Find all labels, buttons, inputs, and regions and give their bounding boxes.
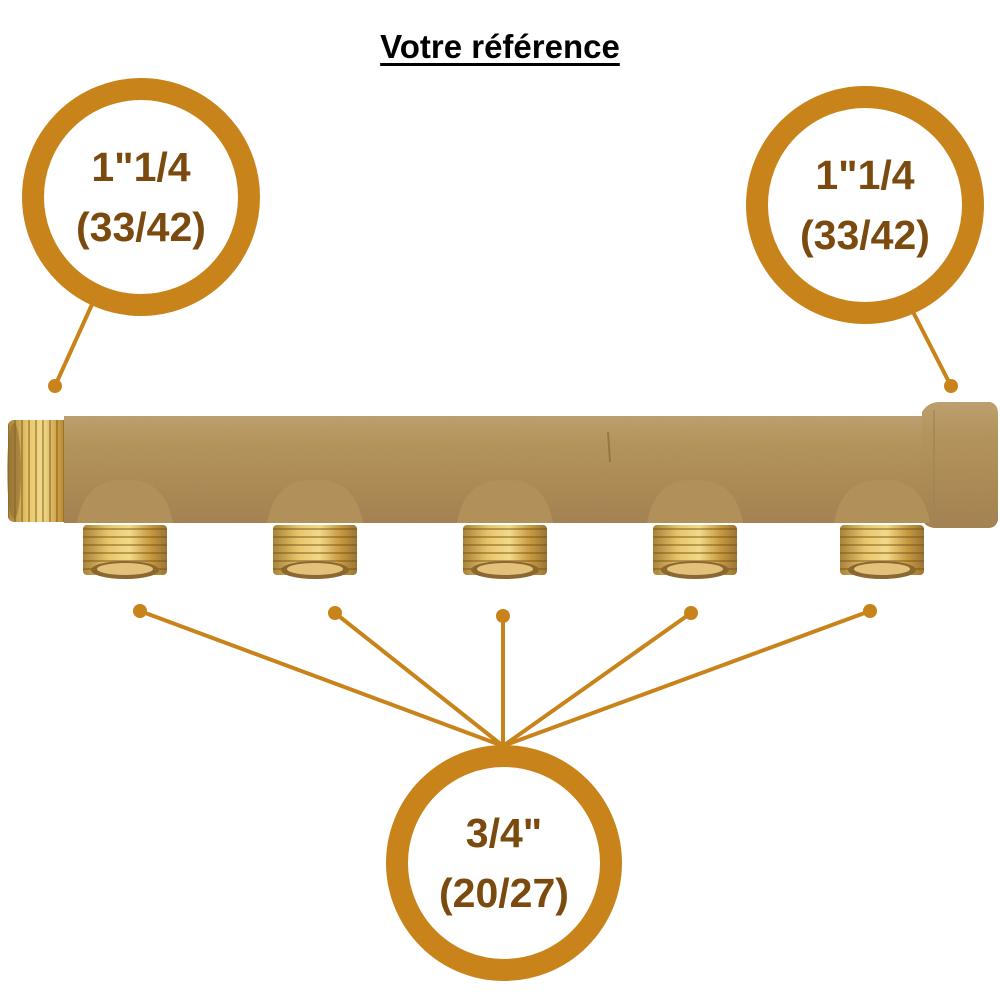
- outlet-2: [267, 479, 363, 579]
- inlet-left-leader: [48, 299, 96, 393]
- page-title: Votre référence: [380, 28, 620, 65]
- outlet-3: [457, 479, 553, 579]
- inlet-right-metric: (33/42): [800, 212, 930, 258]
- inlet-left-size: 1"1/4: [91, 144, 191, 190]
- outlets-metric: (20/27): [439, 870, 569, 916]
- outlet-5: [834, 479, 930, 579]
- outlet-leaders: [139, 609, 871, 748]
- outlet-1: [77, 479, 173, 579]
- inlet-right-callout: 1"1/4 (33/42): [746, 86, 984, 324]
- inlet-right-size: 1"1/4: [815, 152, 915, 198]
- outlets-callout: 3/4" (20/27): [386, 745, 622, 981]
- outlets-size: 3/4": [465, 810, 543, 856]
- inlet-right-leader: [908, 305, 958, 393]
- outlet-leader-dots: [133, 604, 877, 623]
- inlet-left-callout: 1"1/4 (33/42): [22, 78, 260, 316]
- outlet-4: [647, 479, 743, 579]
- outlets: [77, 479, 930, 579]
- inlet-left-metric: (33/42): [76, 204, 206, 250]
